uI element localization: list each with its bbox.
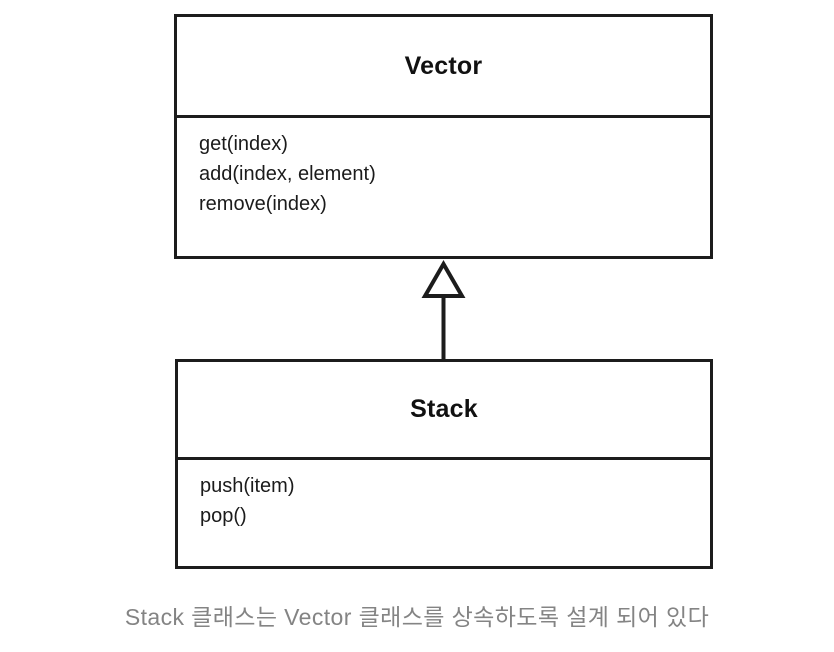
uml-class-stack: Stack push(item) pop(): [175, 359, 713, 569]
uml-member: get(index): [199, 133, 288, 156]
uml-member: remove(index): [199, 192, 327, 215]
uml-class-vector: Vector get(index) add(index, element) re…: [174, 14, 713, 259]
diagram-caption: Stack 클래스는 Vector 클래스를 상속하도록 설계 되어 있다: [124, 604, 710, 630]
uml-class-vector-name: Vector: [177, 17, 710, 119]
uml-member: pop(): [200, 504, 247, 527]
uml-member: add(index, element): [199, 162, 376, 185]
uml-class-stack-members: push(item) pop(): [178, 460, 710, 566]
generalization-arrow-icon: [421, 260, 466, 362]
uml-member: push(item): [200, 474, 295, 497]
uml-class-stack-name: Stack: [178, 362, 710, 460]
uml-class-vector-members: get(index) add(index, element) remove(in…: [177, 118, 710, 256]
